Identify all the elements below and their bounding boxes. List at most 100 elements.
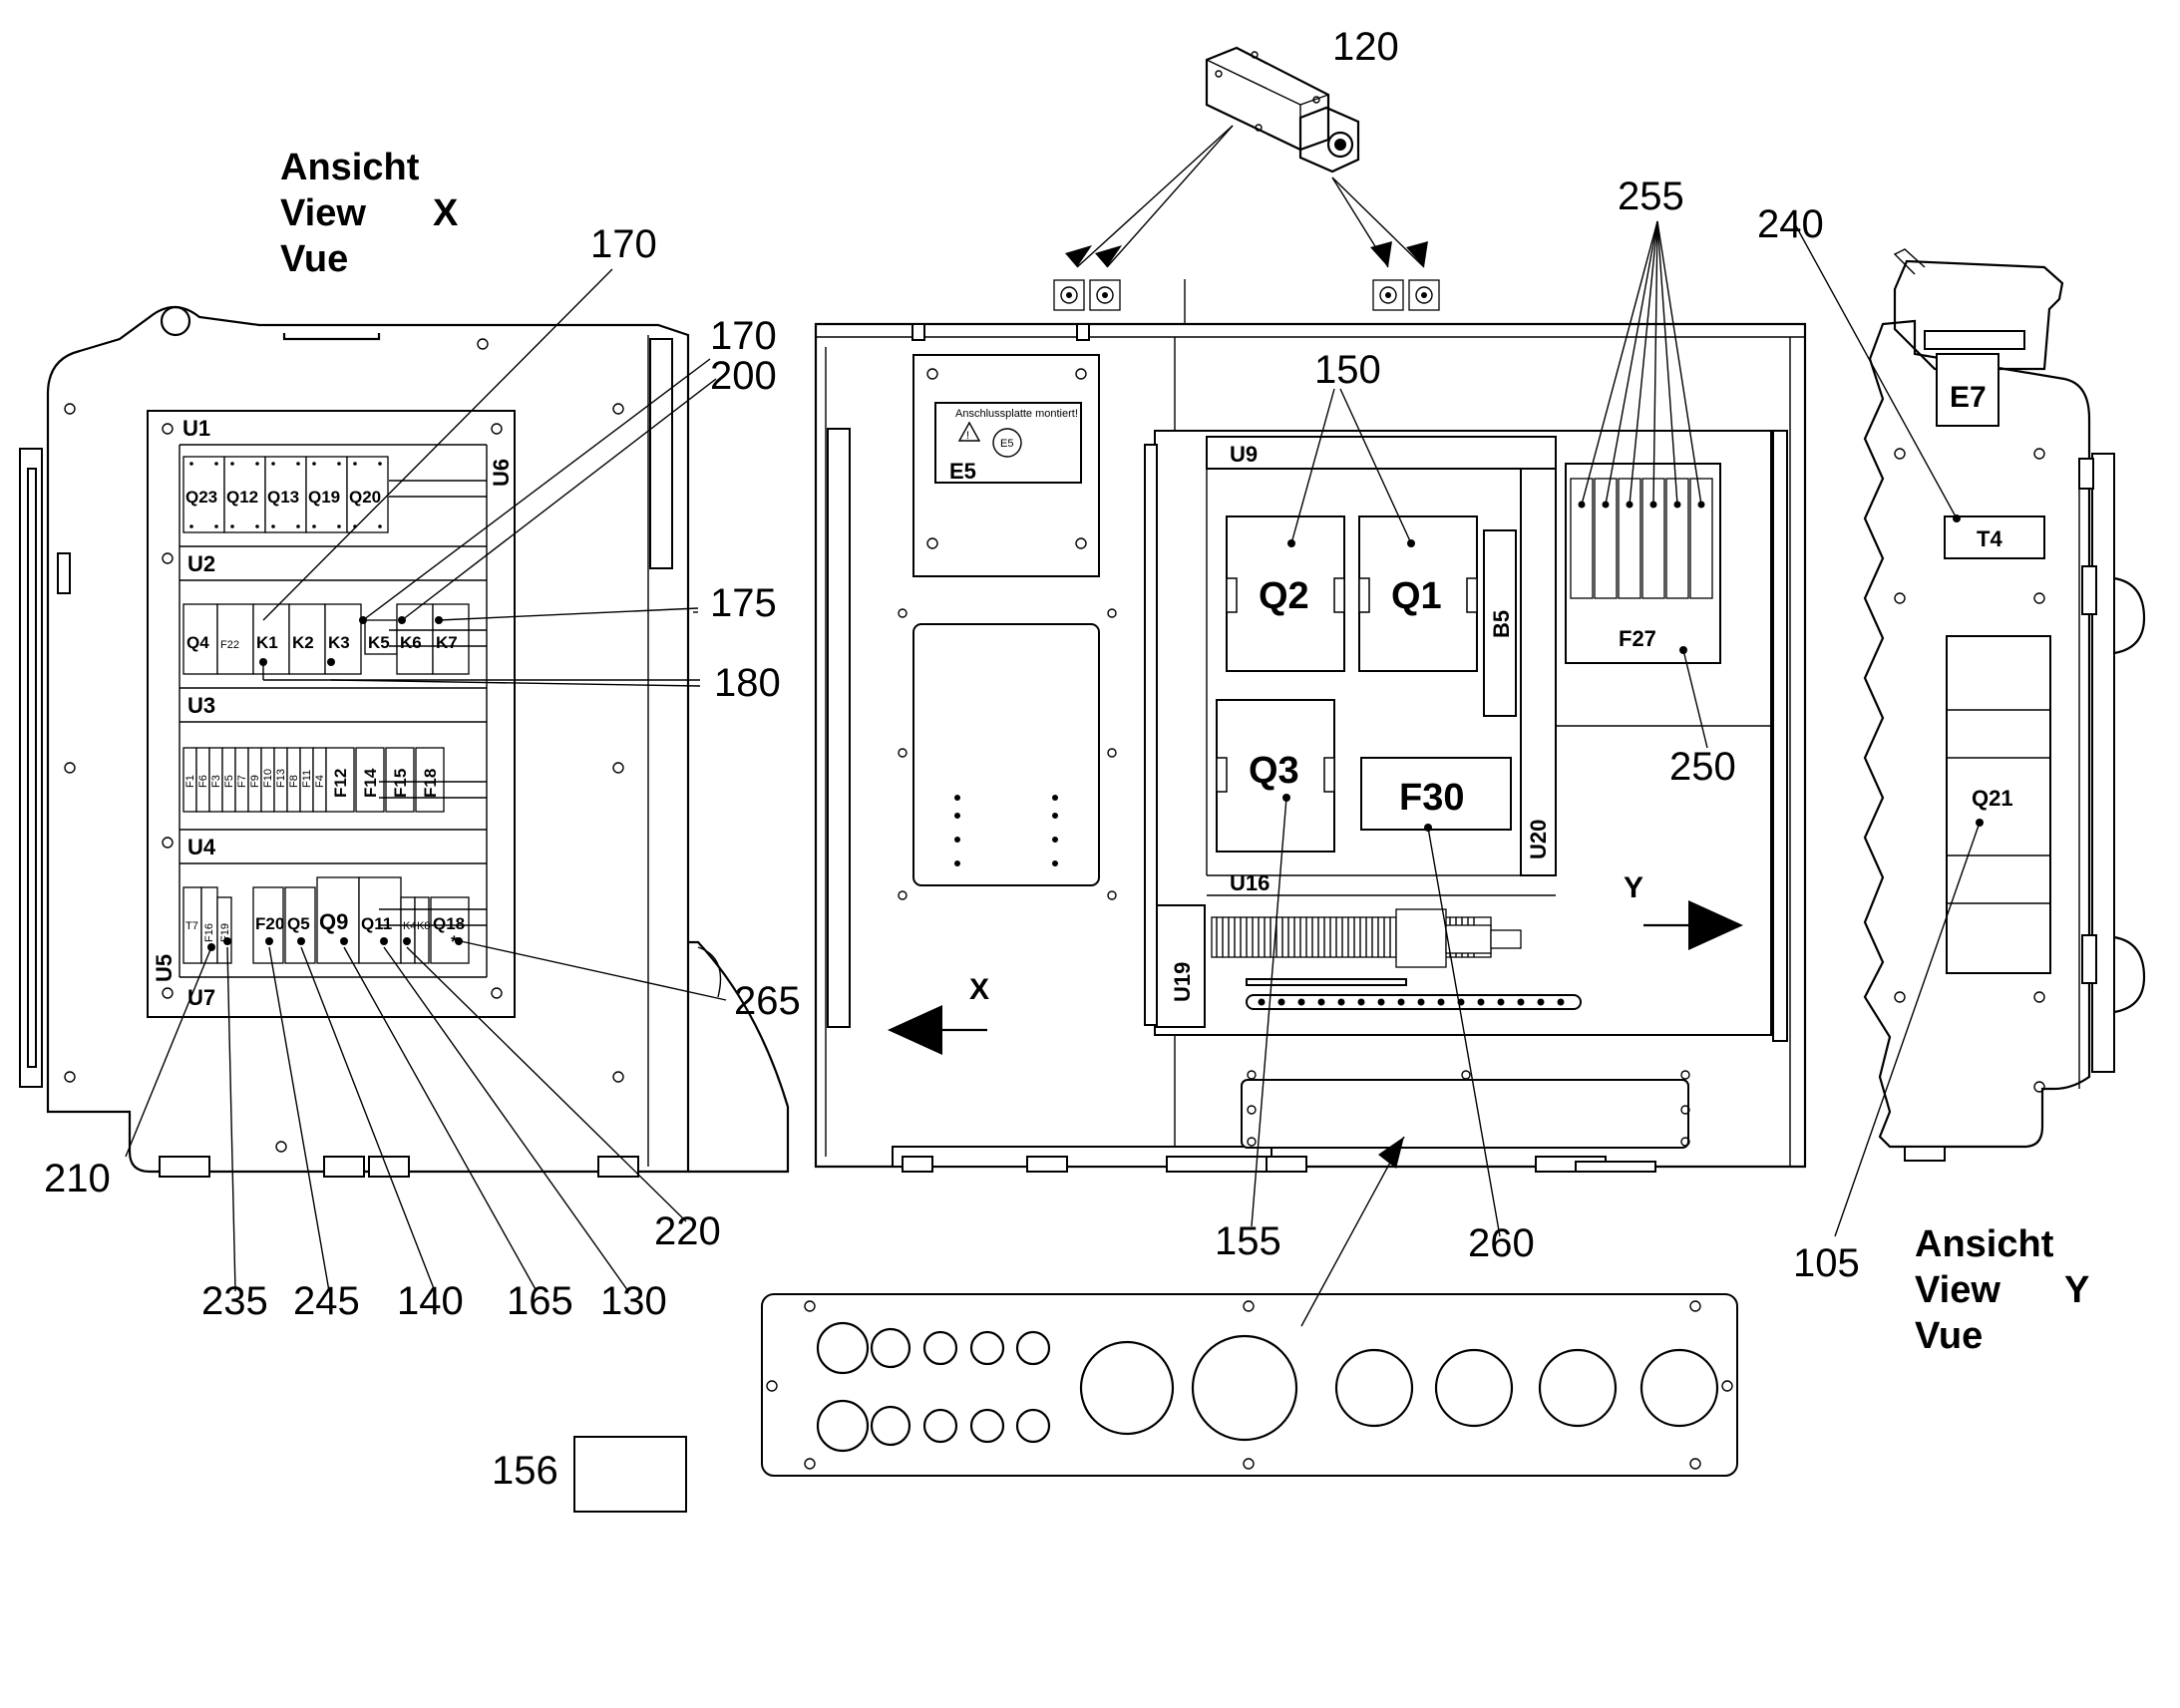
gland-hole bbox=[1015, 1330, 1051, 1366]
blank-plate bbox=[912, 623, 1100, 886]
u19-label: U19 bbox=[1170, 962, 1195, 1002]
view-x-vue: Vue bbox=[280, 238, 348, 280]
right-door-outline bbox=[1863, 319, 2091, 1149]
device-label-q11: Q11 bbox=[361, 914, 392, 933]
device-q18 bbox=[430, 896, 470, 964]
u20-duct bbox=[1520, 468, 1557, 876]
svg-text:!: ! bbox=[966, 430, 969, 442]
view-y-ansicht: Ansicht bbox=[1915, 1223, 2054, 1265]
fuse-f14 bbox=[355, 747, 385, 813]
f27-fuse bbox=[1594, 478, 1618, 599]
f27-label: F27 bbox=[1619, 626, 1656, 651]
view-x-label: Ansicht View Vue X bbox=[280, 147, 459, 280]
breaker-label-q20: Q20 bbox=[349, 488, 381, 507]
k3-dot bbox=[327, 658, 335, 666]
breaker-q20 bbox=[346, 456, 389, 533]
breaker-label-q12: Q12 bbox=[226, 488, 258, 507]
callout-165: 165 bbox=[507, 1279, 573, 1323]
device-f19 bbox=[216, 896, 232, 964]
callout-numbers: 120 170 170 200 175 180 265 210 235 245 … bbox=[44, 25, 1860, 1493]
f27-fuse bbox=[1689, 478, 1713, 599]
right-door-latch-bottom bbox=[2113, 935, 2146, 1014]
row-label-u4: U4 bbox=[187, 835, 216, 859]
side-label-u5: U5 bbox=[152, 954, 177, 982]
f27-fuse bbox=[1665, 478, 1689, 599]
top-sensor-device bbox=[1205, 46, 1360, 173]
u9-rail bbox=[1206, 436, 1557, 470]
left-door-outline bbox=[46, 305, 690, 1174]
view-y-vue: Vue bbox=[1915, 1315, 1983, 1357]
breaker-q13 bbox=[264, 456, 307, 533]
side-label-u6: U6 bbox=[489, 459, 514, 487]
b5-label: B5 bbox=[1489, 610, 1514, 638]
fuse-label-f14: F14 bbox=[361, 768, 380, 798]
gland-hole bbox=[1015, 1408, 1051, 1444]
device-label-q5: Q5 bbox=[287, 914, 310, 933]
right-side-rail bbox=[1772, 430, 1788, 1042]
fuse-label-f4: F4 bbox=[314, 775, 326, 788]
device-label-k3: K3 bbox=[328, 633, 350, 652]
gland-hole bbox=[1191, 1334, 1298, 1442]
callout-260: 260 bbox=[1468, 1221, 1535, 1265]
left-side-rail bbox=[827, 428, 851, 1028]
q18-star: * bbox=[451, 932, 458, 951]
callout-156: 156 bbox=[492, 1449, 558, 1493]
u9-label: U9 bbox=[1230, 442, 1258, 467]
callout-210: 210 bbox=[44, 1157, 111, 1200]
fuse-label-f13: F13 bbox=[275, 769, 287, 788]
view-y-label: Ansicht View Vue Y bbox=[1915, 1223, 2089, 1357]
right-door-view: E7 T4 Q21 bbox=[1863, 248, 2146, 1162]
device-label-k4: K4 bbox=[403, 920, 416, 932]
device-q11 bbox=[358, 876, 402, 964]
f30-label: F30 bbox=[1399, 777, 1464, 819]
gland-hole bbox=[922, 1408, 958, 1444]
device-label-k7: K7 bbox=[436, 633, 458, 652]
callout-180: 180 bbox=[714, 661, 781, 705]
device-label-k6: K6 bbox=[400, 633, 422, 652]
device-label-k2: K2 bbox=[292, 633, 314, 652]
row-label-u1: U1 bbox=[182, 416, 210, 441]
e5-label: E5 bbox=[949, 459, 976, 484]
callout-170-a: 170 bbox=[590, 222, 657, 266]
fuse-label-f9: F9 bbox=[249, 775, 261, 788]
callout-200: 200 bbox=[710, 354, 777, 398]
gland-hole bbox=[969, 1330, 1005, 1366]
device-label-f22: F22 bbox=[220, 639, 239, 651]
e5-badge-circle bbox=[992, 428, 1022, 458]
e7-label: E7 bbox=[1950, 381, 1987, 414]
terminal-block bbox=[1211, 908, 1522, 968]
y-arrow-label: Y bbox=[1624, 871, 1643, 904]
row-label-u2: U2 bbox=[187, 551, 215, 576]
fuse-label-f5: F5 bbox=[223, 775, 235, 788]
e5-sticker bbox=[934, 402, 1082, 484]
breaker-label-q19: Q19 bbox=[308, 488, 340, 507]
right-door-latch-top bbox=[2113, 576, 2146, 655]
device-q9 bbox=[316, 876, 360, 964]
device-k7 bbox=[432, 603, 470, 675]
cabinet-outline bbox=[814, 322, 1807, 1169]
device-q5 bbox=[284, 886, 316, 964]
q2-breaker bbox=[1226, 515, 1345, 672]
callout-leader-lines bbox=[125, 125, 1984, 1327]
callout-255: 255 bbox=[1618, 174, 1684, 218]
view-x-letter: X bbox=[433, 192, 459, 234]
e5-sticker-text: Anschlussplatte montiert! bbox=[955, 408, 1078, 420]
e5-badge: E5 bbox=[1000, 438, 1013, 450]
callout-155: 155 bbox=[1215, 1219, 1281, 1263]
u20-label: U20 bbox=[1526, 820, 1551, 859]
top-mounting-clips bbox=[1053, 279, 1440, 311]
view-y-view: View bbox=[1915, 1269, 2000, 1311]
x-arrow-head bbox=[888, 1005, 942, 1055]
callout-245: 245 bbox=[293, 1279, 360, 1323]
cable-duct bbox=[1241, 1079, 1689, 1149]
lifting-eye bbox=[160, 305, 191, 337]
gland-hole bbox=[969, 1408, 1005, 1444]
gland-hole bbox=[922, 1330, 958, 1366]
device-k8 bbox=[414, 896, 430, 964]
gland-hole bbox=[1434, 1348, 1514, 1428]
